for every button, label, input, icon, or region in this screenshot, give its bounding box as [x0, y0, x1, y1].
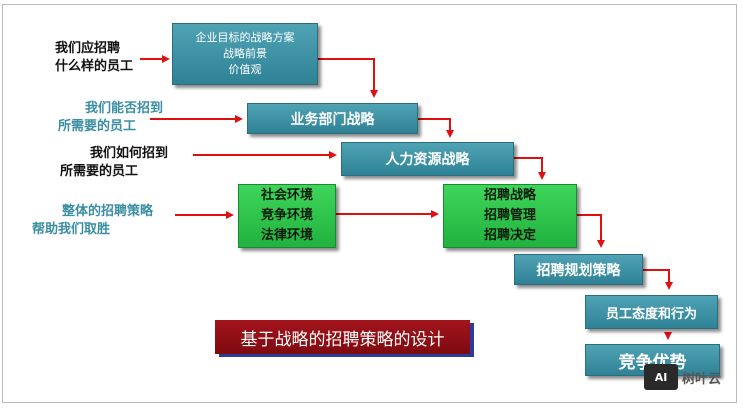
box-label: 人力资源战略: [385, 152, 470, 168]
box-line: 竞争环境: [260, 208, 313, 223]
box-line: 招聘战略: [483, 188, 536, 203]
arrow-planning-attitude: [643, 269, 673, 290]
box-label: 业务部门战略: [290, 111, 375, 128]
box-line: 价值观: [228, 63, 262, 76]
question-what-staff: 我们应招聘 什么样的员工: [55, 40, 133, 76]
arrow-hr-recruit: [514, 157, 546, 180]
box-line: 社会环境: [260, 188, 313, 203]
watermark: AI 树叶云: [644, 364, 721, 390]
box-line: 招聘决定: [483, 228, 536, 243]
box-line: 法律环境: [260, 228, 313, 243]
enterprise-strategy-box: 企业目标的战略方案 战略前景 价值观: [172, 23, 318, 85]
question-how-recruit: 我们如何招到 所需要的员工: [60, 145, 168, 181]
box-label: 招聘规划策略: [536, 262, 621, 279]
hr-strategy-box: 人力资源战略: [341, 142, 514, 176]
environment-box: 社会环境 竞争环境 法律环境: [238, 184, 336, 248]
box-line: 战略前景: [223, 47, 267, 60]
question-line: 我们能否招到: [85, 101, 164, 116]
box-line: 企业目标的战略方案: [195, 31, 295, 44]
question-can-recruit: 我们能否招到 所需要的员工: [58, 100, 163, 136]
question-line: 所需要的员工: [60, 164, 139, 179]
arrow-enterprise-business: [318, 58, 378, 98]
employee-attitude-box: 员工态度和行为: [585, 295, 718, 329]
question-line: 我们应招聘: [55, 41, 121, 56]
diagram-frame: [2, 4, 737, 403]
recruitment-strategy-box: 招聘战略 招聘管理 招聘决定: [443, 184, 577, 248]
watermark-text: 树叶云: [682, 371, 722, 387]
question-line: 我们如何招到: [90, 146, 169, 161]
arrow-recruit-planning: [577, 214, 605, 248]
question-overall-strategy: 整体的招聘策略 帮助我们取胜: [32, 203, 153, 239]
question-line: 所需要的员工: [58, 119, 137, 134]
box-line: 招聘管理: [483, 208, 536, 223]
question-line: 帮助我们取胜: [32, 222, 111, 237]
question-line: 什么样的员工: [55, 59, 134, 74]
box-label: 员工态度和行为: [605, 306, 697, 322]
recruitment-planning-box: 招聘规划策略: [514, 254, 643, 285]
diagram-title: 基于战略的招聘策略的设计: [215, 320, 470, 354]
watermark-logo-icon: AI: [644, 364, 678, 390]
business-strategy-box: 业务部门战略: [247, 103, 418, 134]
question-line: 整体的招聘策略: [62, 204, 154, 219]
arrow-business-hr: [418, 118, 454, 138]
